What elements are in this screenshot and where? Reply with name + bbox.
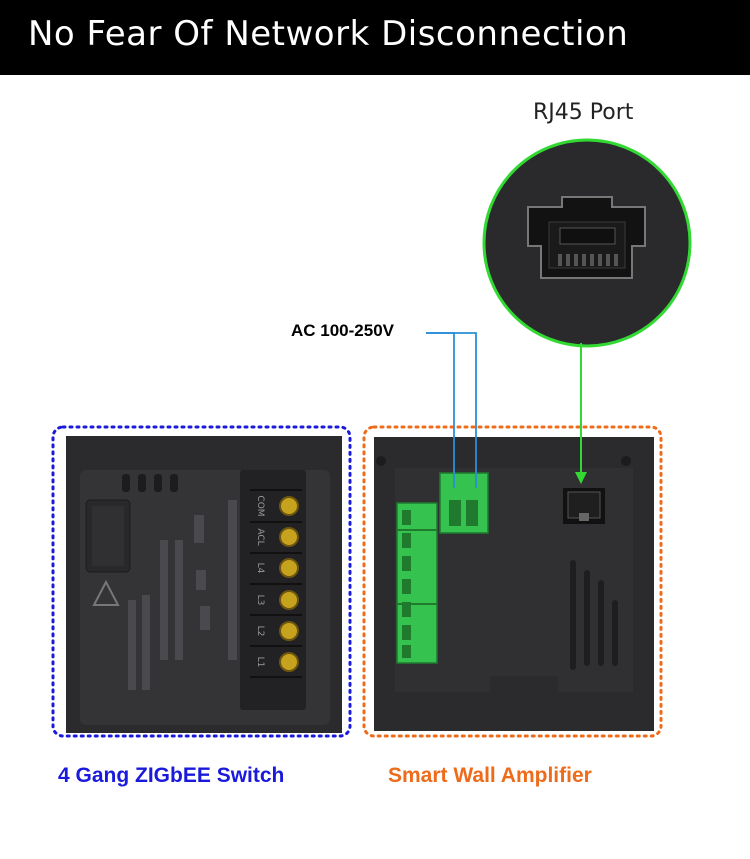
output-terminal-blocks (396, 502, 438, 664)
terminal-label: L4 (255, 563, 265, 574)
terminal-label: COM (255, 495, 265, 516)
rj45-zoom-callout (482, 138, 692, 348)
ac-voltage-label: AC 100-250V (291, 321, 395, 340)
terminal-label: L3 (255, 595, 265, 606)
terminal-label: L1 (255, 657, 265, 668)
amplifier-caption: Smart Wall Amplifier (388, 764, 592, 787)
rj45-pointer-arrow (575, 343, 587, 484)
page-title: No Fear Of Network Disconnection (28, 14, 629, 54)
amplifier-highlight-border (362, 425, 663, 738)
ac-wire-leader (426, 332, 477, 488)
switch-highlight-border (51, 425, 352, 738)
wall-amplifier-device (374, 437, 654, 731)
header-banner: No Fear Of Network Disconnection (0, 0, 750, 75)
rj45-port-label: RJ45 Port (533, 100, 634, 125)
ac-input-terminal (439, 472, 489, 534)
zigbee-switch-device (66, 436, 342, 733)
terminal-label: L2 (255, 626, 265, 637)
switch-caption: 4 Gang ZIGbEE Switch (58, 764, 285, 787)
terminal-label: ACL (255, 528, 265, 545)
